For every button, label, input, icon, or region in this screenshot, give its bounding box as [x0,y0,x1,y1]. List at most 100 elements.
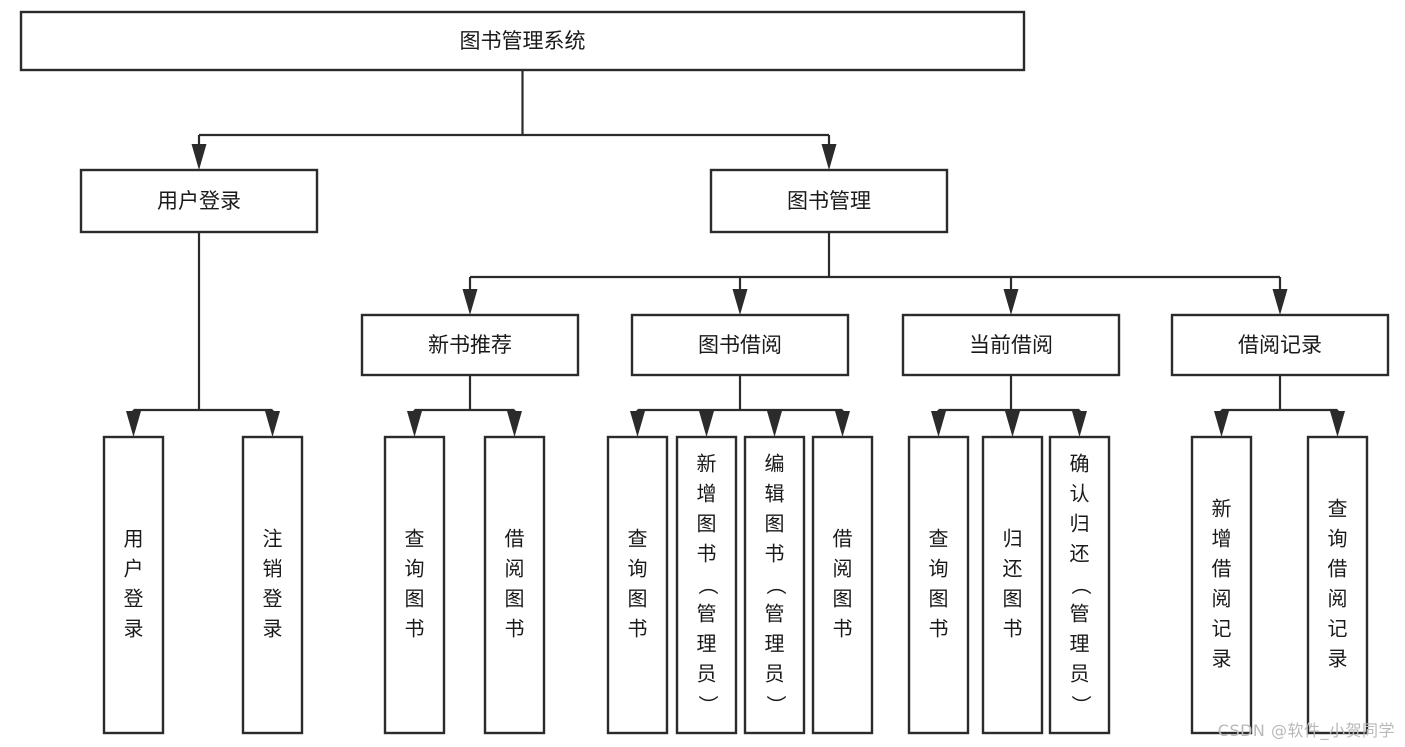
node-leaf9-归还图书-box[interactable] [981,435,1044,735]
node-leaf2-查询图书-char: 询 [405,557,425,581]
node-leaf0-用户登录-box[interactable] [102,435,165,735]
node-l32-当前借阅-box[interactable] [901,313,1121,377]
node-leaf5-新增图书管理员-char: 新 [697,452,717,476]
arrow-head [699,411,714,437]
node-leaf1-注销登录-box[interactable] [241,435,304,735]
node-l33-借阅记录-box[interactable] [1170,313,1390,377]
node-leaf7-借阅图书-char: 阅 [833,557,853,581]
node-leaf12-查询借阅记录-char: 录 [1328,647,1348,671]
node-leaf3-借阅图书-box[interactable] [483,435,546,735]
node-l32-当前借阅[interactable]: 当前借阅 [901,313,1121,377]
node-leaf6-编辑图书管理员-char: （ [764,575,788,595]
node-leaf9-归还图书-char: 归 [1003,527,1023,551]
node-leaf12-查询借阅记录-char: 借 [1328,557,1348,581]
node-leaf3-借阅图书-char: 阅 [505,557,525,581]
arrow-head [835,411,850,437]
arrow-head [1003,289,1019,315]
node-leaf7-借阅图书-char: 书 [833,617,853,641]
node-leaf0-用户登录-char: 录 [124,617,144,641]
node-l21-图书管理[interactable]: 图书管理 [709,168,949,234]
node-leaf7-借阅图书-box[interactable] [811,435,874,735]
node-leaf5-新增图书管理员-char: ） [696,695,720,715]
node-l20-用户登录-label: 用户登录 [157,189,241,213]
arrow-head [1005,411,1020,437]
arrow-head [732,289,748,315]
node-leaf9-归还图书-char: 书 [1003,617,1023,641]
node-leaf6-编辑图书管理员-char: 员 [765,662,785,686]
node-leaf4-查询图书-box[interactable] [606,435,669,735]
node-leaf12-查询借阅记录-char: 阅 [1328,587,1348,611]
node-leaf11-新增借阅记录-char: 阅 [1212,587,1232,611]
node-leaf11-新增借阅记录-char: 新 [1212,497,1232,521]
node-leaf10-确认归还管理员-char: 确 [1070,452,1090,476]
node-l30-新书推荐[interactable]: 新书推荐 [360,313,580,377]
node-leaf1-注销登录-char: 销 [263,557,283,581]
node-leaf2-查询图书-char: 书 [405,617,425,641]
node-leaf2-查询图书-char: 图 [405,587,425,611]
node-leaf10-确认归还管理员-char: 管 [1070,602,1090,626]
node-root-图书管理系统-box[interactable] [19,10,1026,72]
node-leaf10-确认归还管理员-box[interactable] [1048,435,1111,735]
node-l20-用户登录-box[interactable] [79,168,319,234]
arrow-head [1330,411,1345,437]
node-leaf6-编辑图书管理员-box[interactable] [743,435,806,735]
node-leaf7-借阅图书-char: 图 [833,587,853,611]
node-leaf1-注销登录-char: 录 [263,617,283,641]
node-leaf11-新增借阅记录-box[interactable] [1190,435,1253,735]
node-leaf8-查询图书-char: 书 [929,617,949,641]
node-leaf11-新增借阅记录-char: 增 [1212,527,1232,551]
node-leaf8-查询图书-char: 询 [929,557,949,581]
arrow-head [630,411,645,437]
node-leaf0-用户登录-char: 用 [124,527,144,551]
node-leaf12-查询借阅记录-char: 查 [1328,497,1348,521]
node-leaf4-查询图书-char: 图 [628,587,648,611]
node-leaf0-用户登录-char: 户 [124,557,144,581]
arrow-head [1272,289,1288,315]
node-leaf8-查询图书-box[interactable] [907,435,970,735]
node-leaf6-编辑图书管理员-char: 图 [765,512,785,536]
node-leaf2-查询图书-box[interactable] [383,435,446,735]
node-leaf5-新增图书管理员-box[interactable] [675,435,738,735]
arrow-head [462,289,478,315]
node-leaf0-用户登录-char: 登 [124,587,144,611]
node-l20-用户登录[interactable]: 用户登录 [79,168,319,234]
node-leaf12-查询借阅记录-char: 记 [1328,617,1348,641]
node-l30-新书推荐-box[interactable] [360,313,580,377]
arrow-head [931,411,946,437]
node-leaf10-确认归还管理员-char: 认 [1070,482,1090,506]
node-root-图书管理系统-label: 图书管理系统 [460,29,586,53]
node-leaf3-借阅图书-char: 书 [505,617,525,641]
node-leaf5-新增图书管理员-char: 员 [697,662,717,686]
node-l31-图书借阅-box[interactable] [630,313,850,377]
node-root-图书管理系统[interactable]: 图书管理系统 [19,10,1026,72]
connector-layer [126,70,1345,437]
node-l21-图书管理-box[interactable] [709,168,949,234]
node-leaf8-查询图书-char: 查 [929,527,949,551]
node-leaf12-查询借阅记录-char: 询 [1328,527,1348,551]
node-leaf6-编辑图书管理员-char: 书 [765,542,785,566]
node-leaf0-用户登录[interactable]: 用户登录 [102,435,165,735]
node-l33-借阅记录-label: 借阅记录 [1238,333,1322,357]
node-l33-借阅记录[interactable]: 借阅记录 [1170,313,1390,377]
node-leaf12-查询借阅记录-box[interactable] [1306,435,1369,735]
node-l31-图书借阅[interactable]: 图书借阅 [630,313,850,377]
node-leaf9-归还图书-char: 还 [1003,557,1023,581]
node-l30-新书推荐-label: 新书推荐 [428,333,512,357]
node-leaf6-编辑图书管理员-char: 编 [765,452,785,476]
node-leaf10-确认归还管理员-char: 还 [1070,542,1090,566]
node-leaf4-查询图书-char: 询 [628,557,648,581]
